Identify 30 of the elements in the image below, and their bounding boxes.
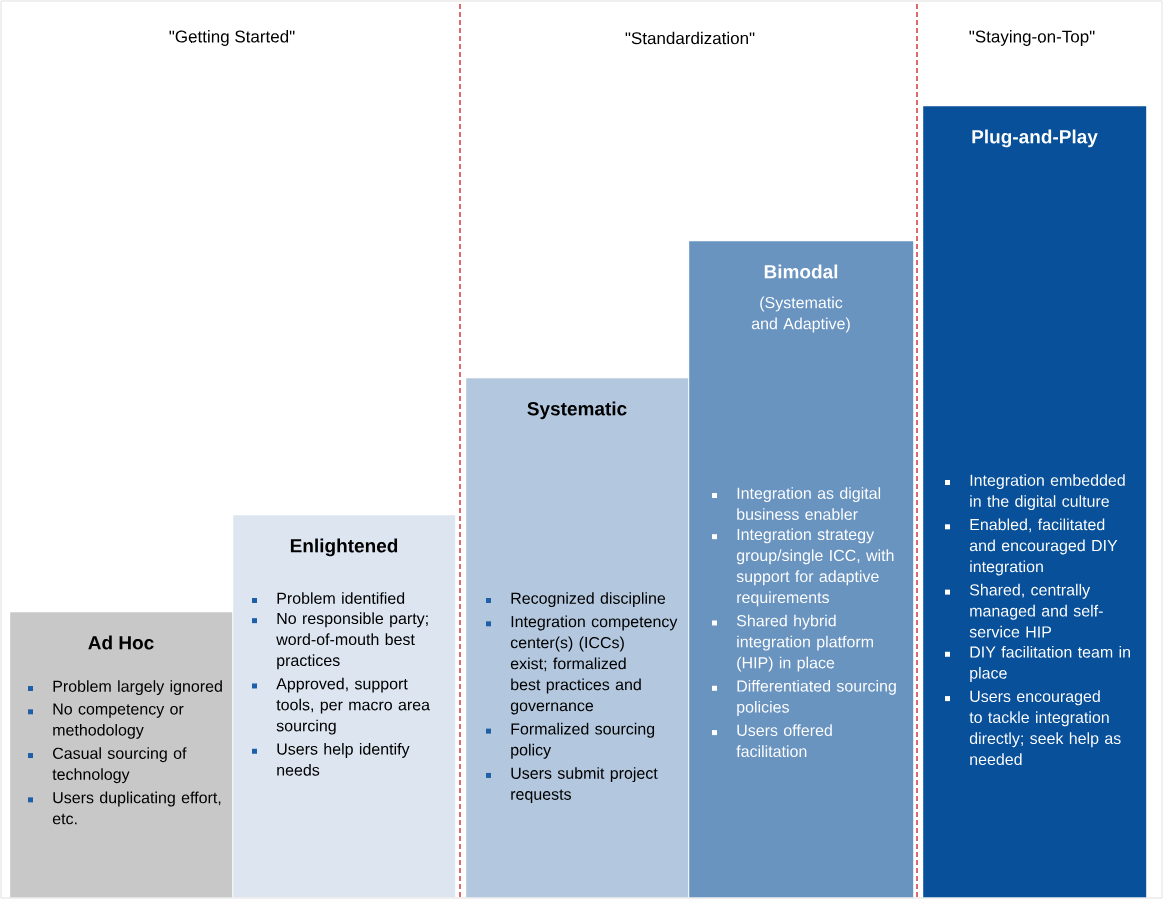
- bullet-item: Integration as digital business enabler: [712, 487, 881, 520]
- bullet-item: Integration competency center(s) (ICCs) exist; formalized best practices and governance: [486, 615, 678, 715]
- bullet-item: Problem largely ignored: [28, 680, 222, 696]
- column-heading: "Standardization": [625, 31, 755, 45]
- bullet-item: Differentiated sourcing policies: [712, 680, 896, 716]
- bullet-item: No responsible party; word-of-mouth best practices: [252, 612, 428, 670]
- bullet-item: Casual sourcing of technology: [28, 747, 187, 784]
- bullet-item: Formalized sourcing policy: [486, 722, 655, 759]
- bullet-item: Integration embedded in the digital culture: [945, 474, 1125, 511]
- bullet-item: Recognized discipline: [486, 592, 666, 608]
- bullet-item: Enabled, facilitated and encouraged DIY integration: [945, 518, 1118, 576]
- bullet-item: Users duplicating effort, etc.: [28, 791, 221, 825]
- bullet-item: Users encouraged to tackle integration directly; seek help as needed: [945, 690, 1121, 766]
- bullet-item: Shared, centrally managed and self-service HIP: [945, 583, 1103, 638]
- bullet-item: Users offered facilitation: [712, 724, 832, 758]
- level-bar: Plug-and-Play Integration embedded in the digital culture Enabled, facilitated and encouraged DIY integration Shared, centrally managed and self-service HIP DIY facilitation team in place Users encouraged to tackle integration directly; seek help as needed: [923, 106, 1147, 898]
- level-bar: Systematic Recognized discipline Integration competency center(s) (ICCs) exist; formalized best practices and governance Formalized sourcing policy Users submit project requests: [466, 378, 689, 898]
- column-heading: "Staying-on-Top": [969, 30, 1095, 46]
- level-bar: Bimodal (Systematic and Adaptive) Integration as digital business enabler Integration strategy group/single ICC, with support for adaptive requirements Shared hybrid integration platform (HIP) in place Differentiated sourcing policies Users offered facilitation: [689, 241, 914, 898]
- bullet-item: Users submit project requests: [486, 767, 658, 804]
- bullet-item: Users help identify needs: [252, 743, 410, 776]
- bullet-item: Shared hybrid integration platform (HIP) in place: [712, 614, 873, 672]
- column-heading: "Getting Started": [169, 30, 295, 46]
- bullet-item: Problem identified: [252, 592, 405, 604]
- bullet-item: Approved, support tools, per macro area sourcing: [252, 677, 430, 735]
- bullet-item: DIY facilitation team in place: [945, 646, 1130, 682]
- bullet-item: Integration strategy group/single ICC, with support for adaptive requirements: [712, 528, 894, 607]
- bullet-item: No competency or methodology: [28, 703, 184, 739]
- level-bar: Ad Hoc Problem largely ignored No competency or methodology Casual sourcing of technology Users duplicating effort, etc.: [10, 612, 233, 898]
- level-bar: Enlightened Problem identified No responsible party; word-of-mouth best practices Approved, support tools, per macro area sourcing Users help identify needs: [233, 515, 456, 898]
